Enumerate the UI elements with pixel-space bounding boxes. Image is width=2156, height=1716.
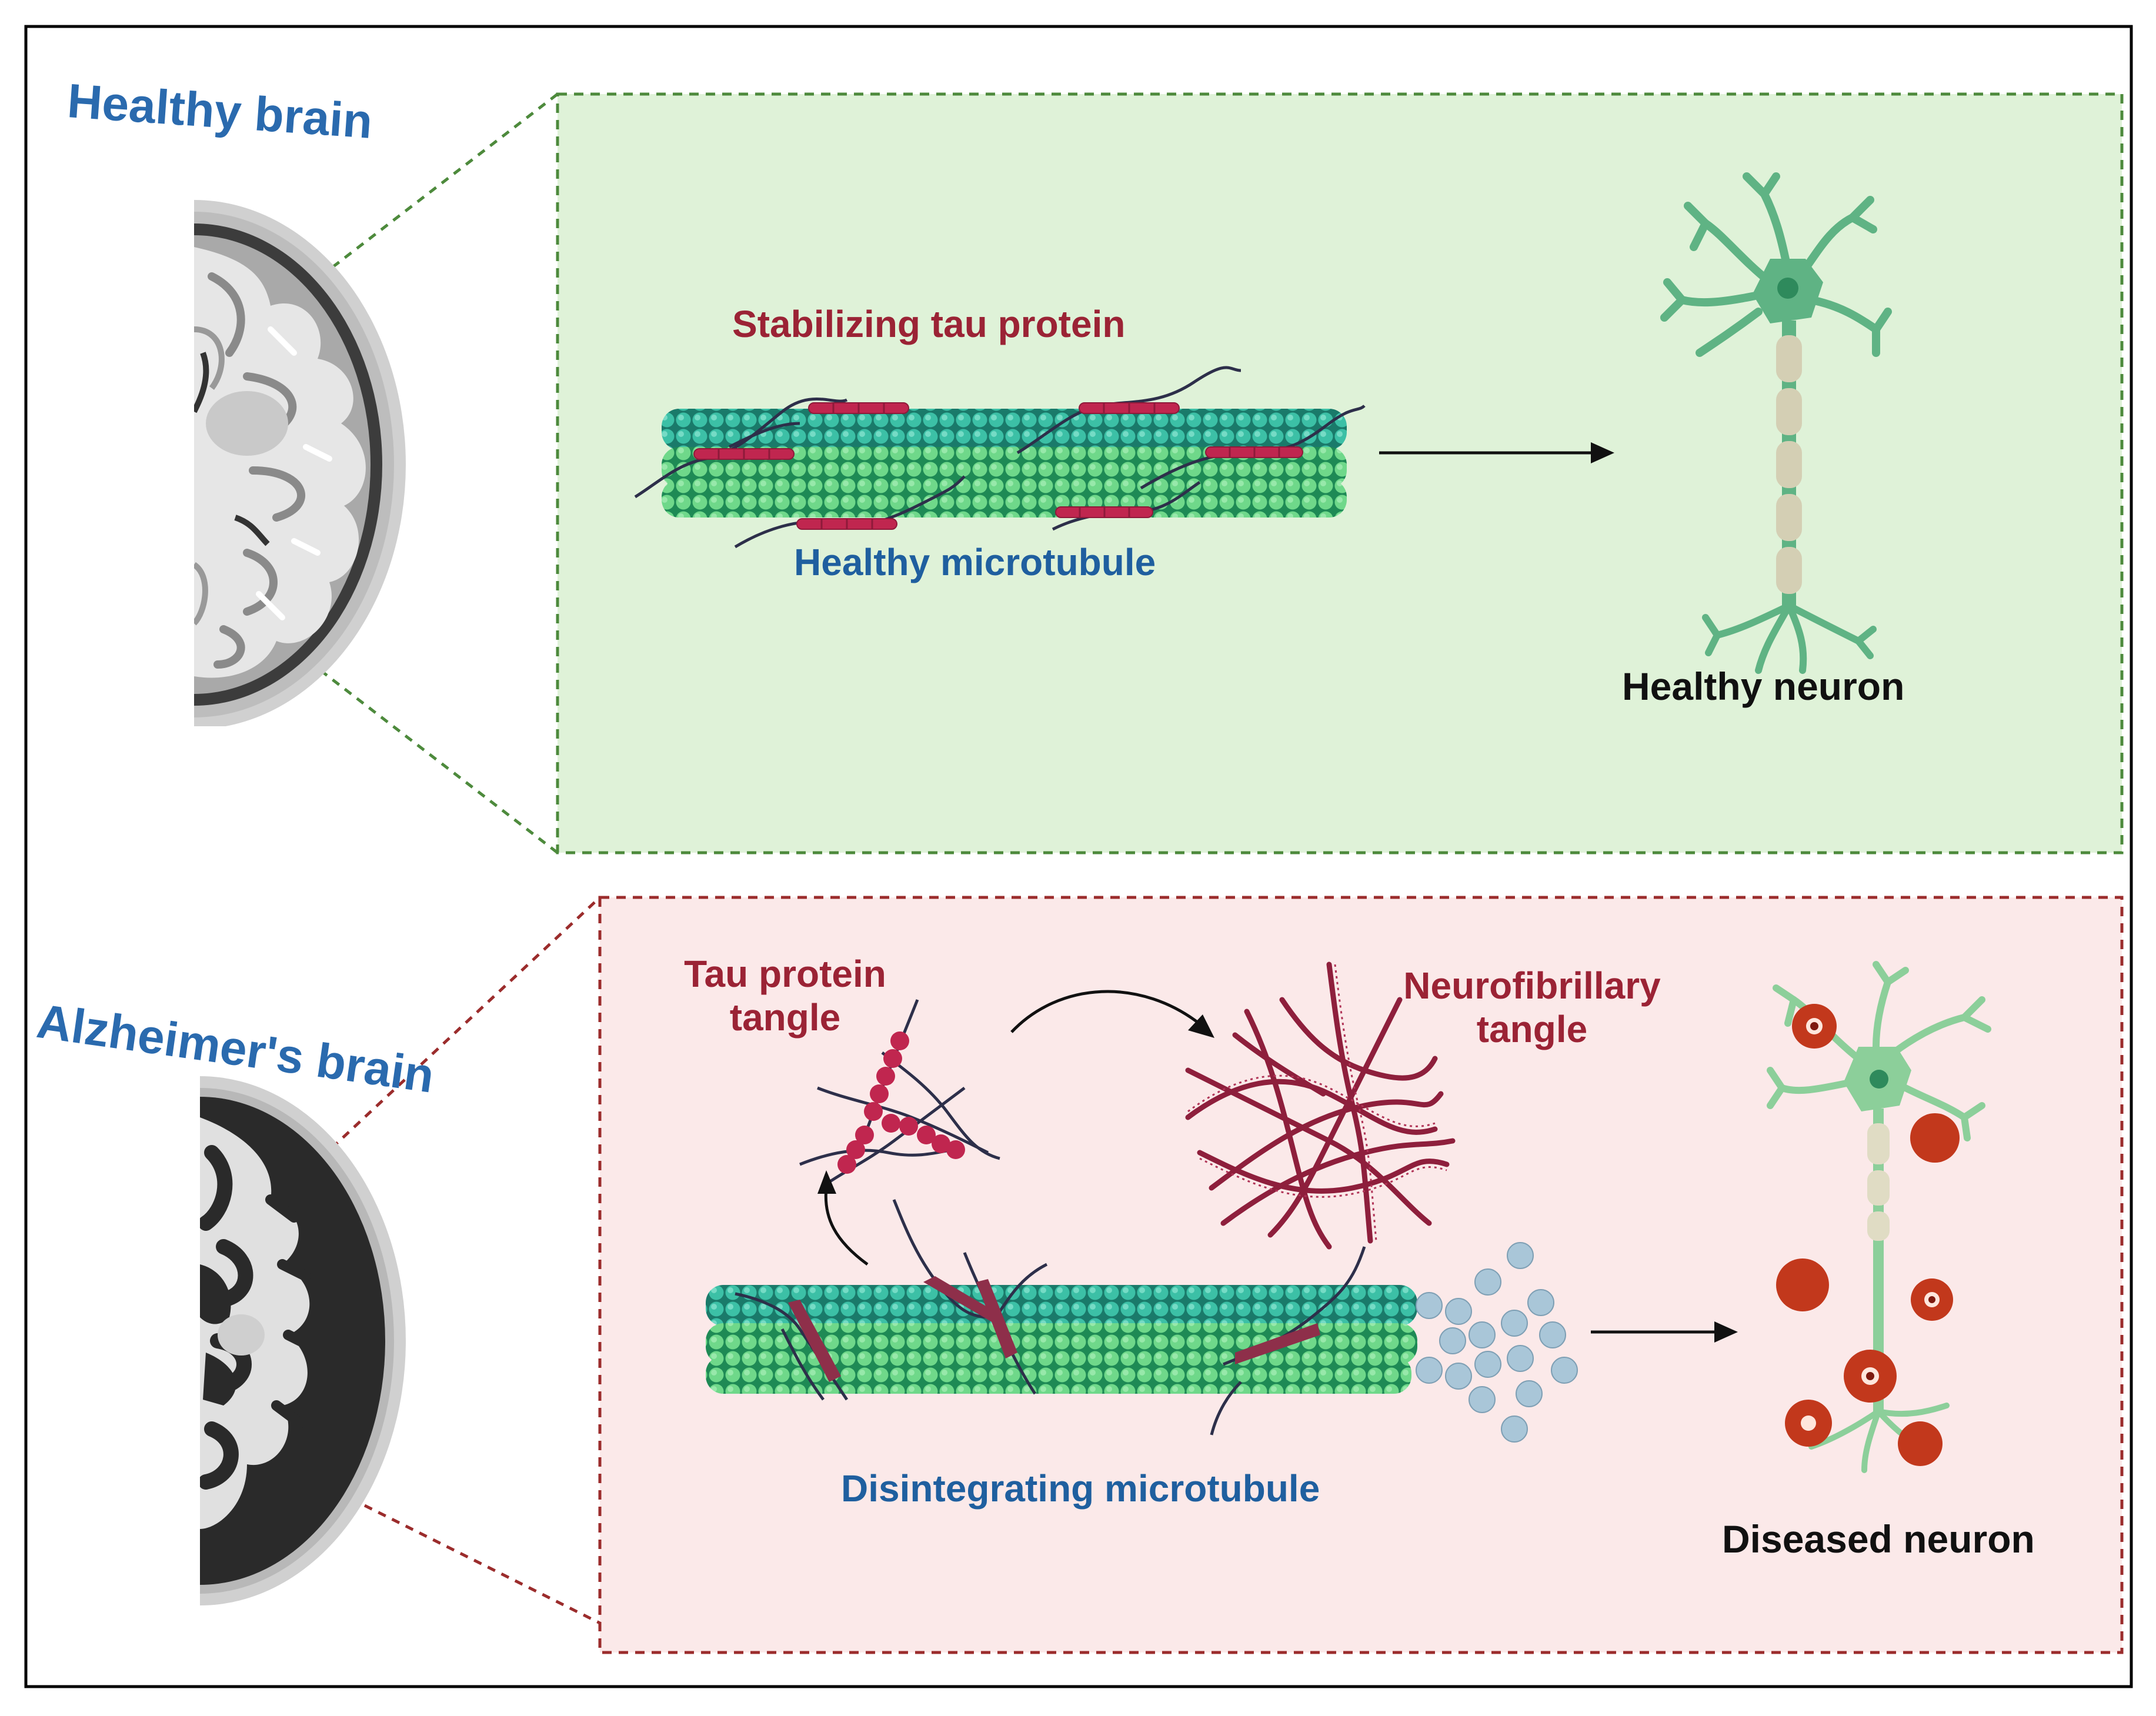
plaque — [1898, 1421, 1943, 1466]
neurofibrillary-tangle-label-line2: tangle — [1476, 1007, 1588, 1050]
plaque — [1911, 1278, 1953, 1321]
disease-zoom-line-bottom — [363, 1504, 601, 1625]
microtubule-to-tangle-arrow — [817, 1170, 869, 1266]
healthy-neuron-illustration — [1660, 172, 1892, 674]
healthy-zoom-line-top — [319, 93, 559, 278]
plaque — [1844, 1350, 1897, 1403]
neurofibrillary-tangle-label: Neurofibrillary tangle — [1376, 964, 1688, 1051]
healthy-microtubule-label: Healthy microtubule — [794, 541, 1156, 583]
disease-panel — [598, 896, 2124, 1654]
healthy-brain-illustration — [194, 200, 406, 726]
stabilizing-tau-label: Stabilizing tau protein — [732, 303, 1126, 345]
healthy-microtubule-illustration — [634, 366, 1366, 549]
healthy-arrow — [1379, 442, 1614, 463]
free-tubulin-dimers — [1416, 1242, 1578, 1443]
plaque — [1792, 1004, 1837, 1049]
plaque — [1785, 1400, 1832, 1447]
neurofibrillary-tangle-label-line1: Neurofibrillary — [1403, 964, 1661, 1007]
neurofibrillary-tangle-fringe — [1187, 964, 1447, 1241]
amyloid-plaques — [1776, 1004, 1960, 1466]
diseased-neuron-label: Diseased neuron — [1722, 1517, 2035, 1561]
tau-protein-tangle-label-line1: Tau protein — [684, 953, 886, 995]
healthy-zoom-line-bottom — [319, 669, 559, 854]
healthy-neuron-label: Healthy neuron — [1622, 665, 1905, 708]
tau-protein-tangle-label-line2: tangle — [729, 996, 841, 1039]
outer-frame — [24, 25, 2133, 1688]
tangle-to-nft-arrow — [1010, 990, 1214, 1038]
plaque — [1776, 1258, 1829, 1311]
neurofibrillary-tangle-illustration — [1185, 962, 1456, 1250]
tau-protein-tangle-label: Tau protein tangle — [668, 953, 903, 1039]
plaque — [1910, 1113, 1960, 1163]
alzheimers-brain-illustration — [200, 1076, 406, 1605]
disintegrating-microtubule-illustration — [706, 1199, 1417, 1435]
disintegrating-microtubule-label: Disintegrating microtubule — [841, 1467, 1320, 1510]
disease-arrow — [1591, 1321, 1738, 1343]
tau-protein-tangle-illustration — [799, 999, 1000, 1184]
disease-zoom-line-top — [319, 896, 601, 1160]
